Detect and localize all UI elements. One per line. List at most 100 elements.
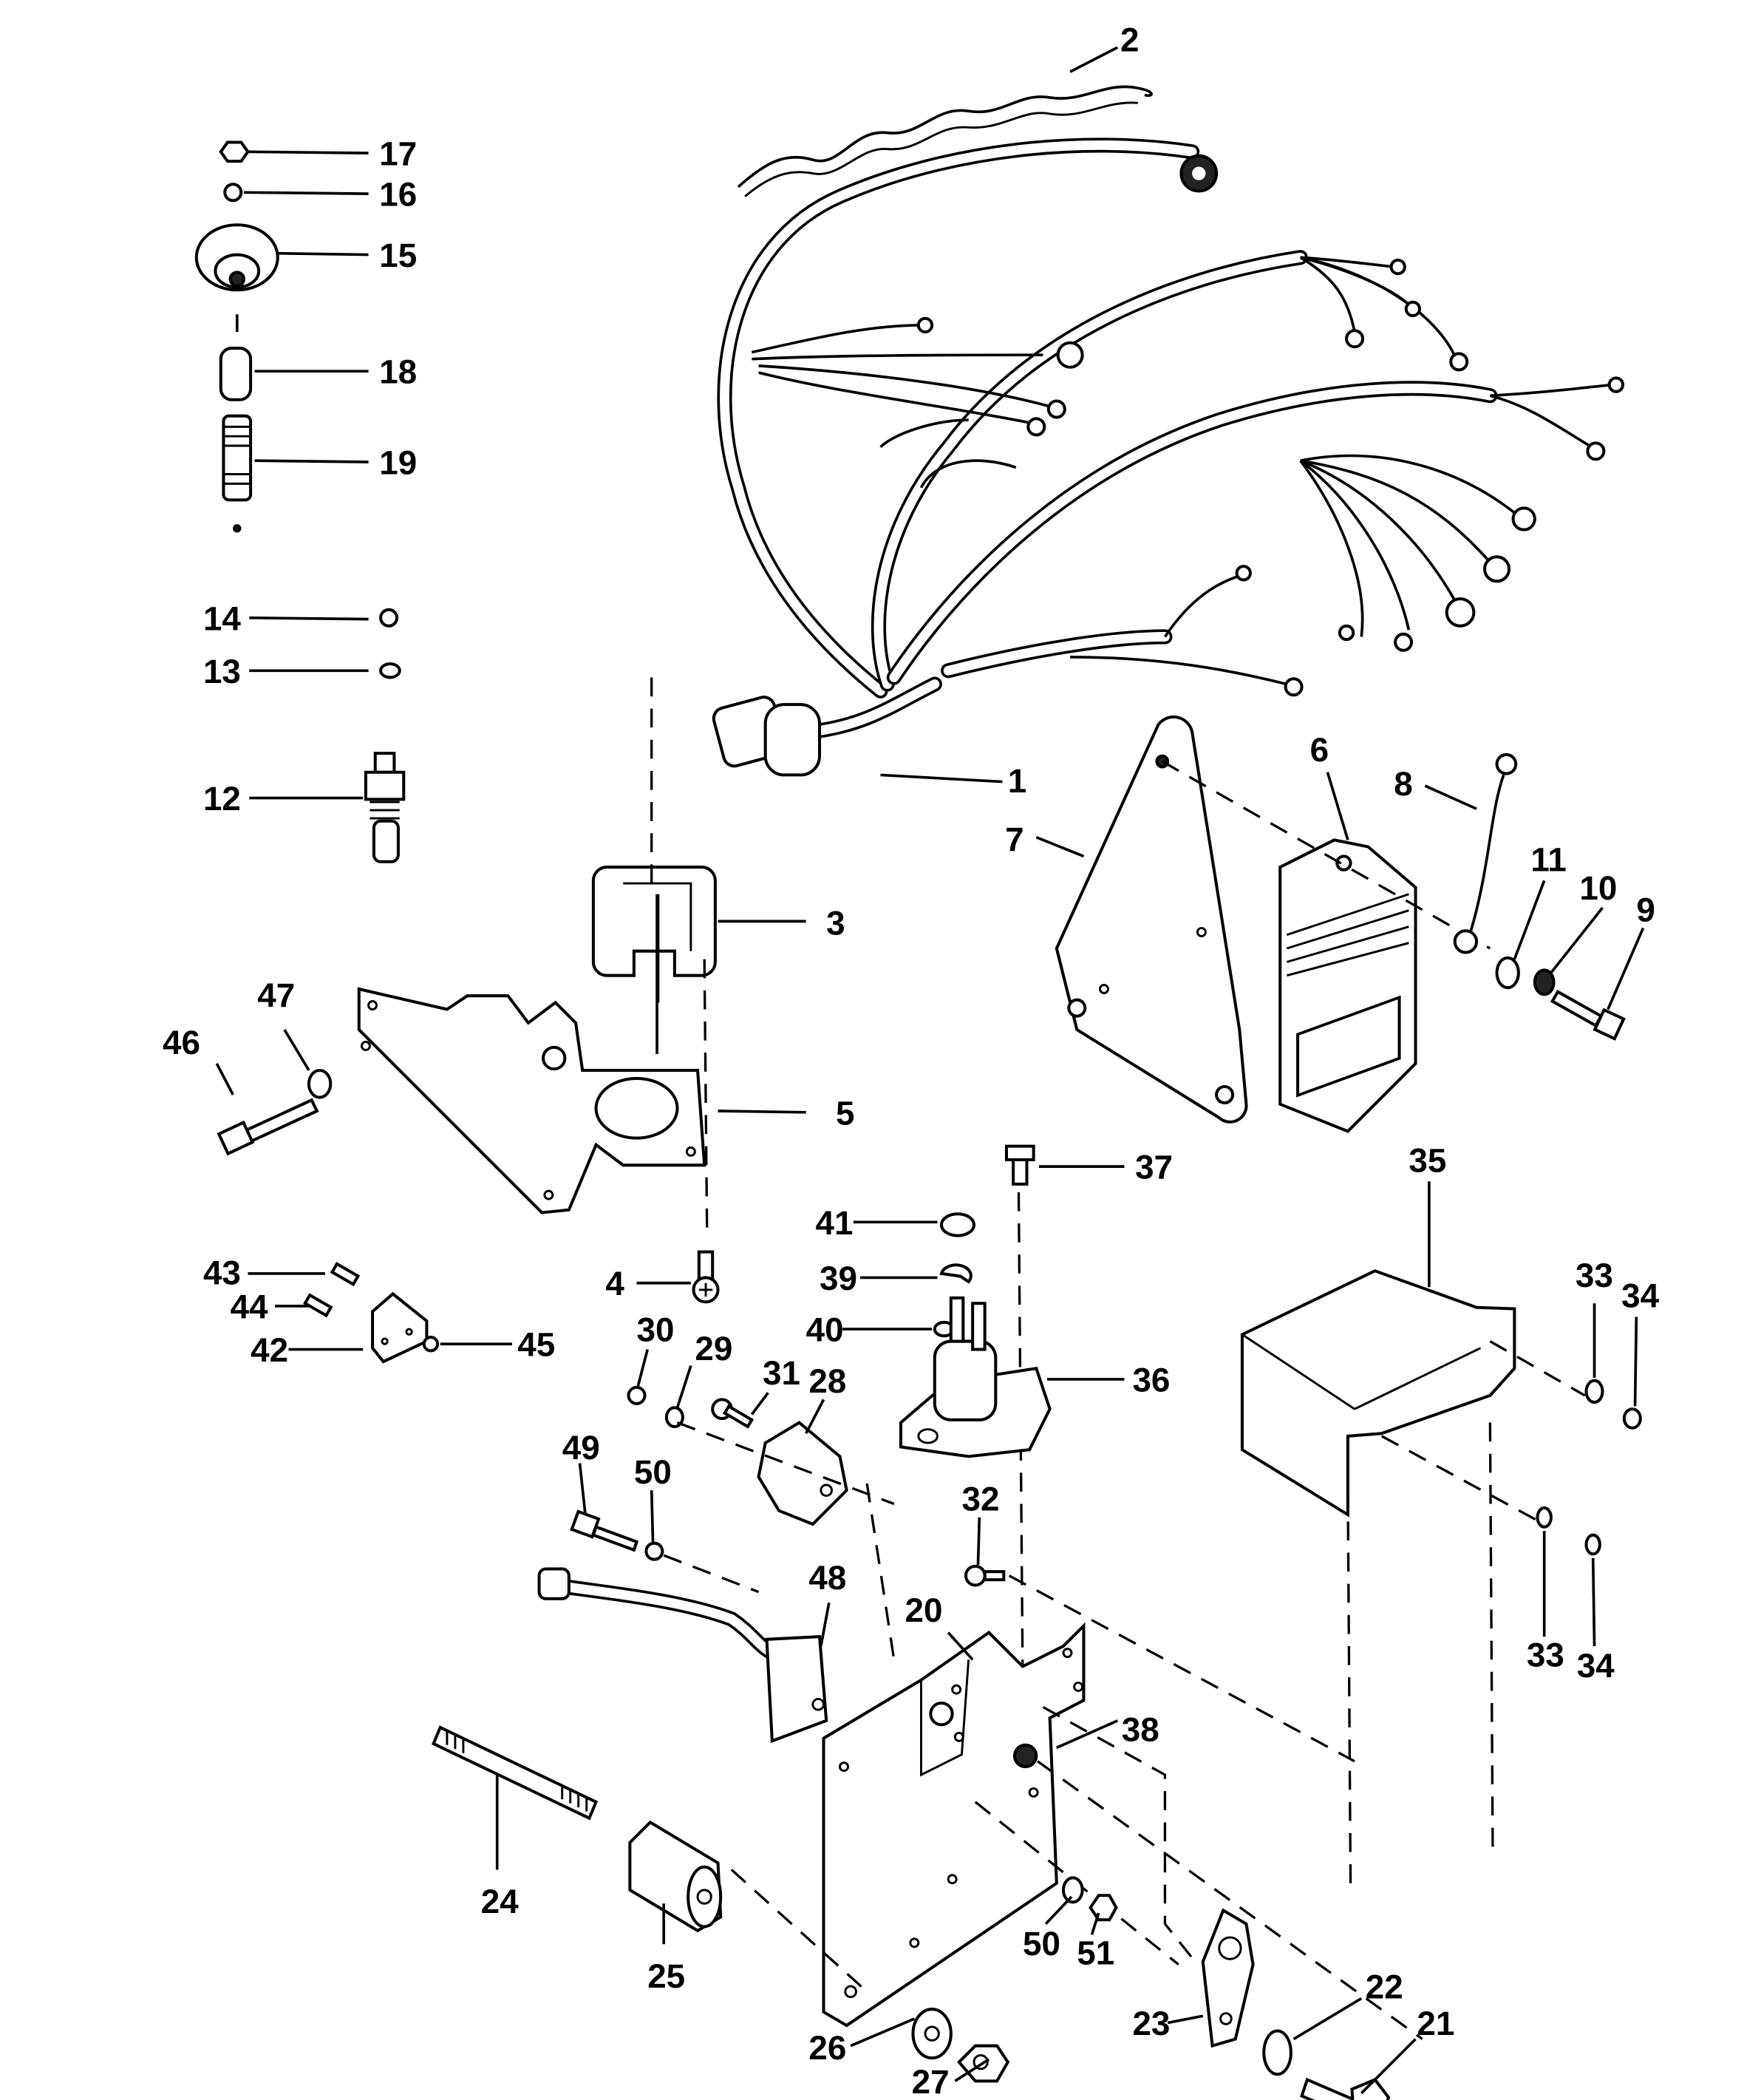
callout-7: 7 [1005, 820, 1023, 858]
callout-4: 4 [605, 1265, 624, 1302]
callout-43: 43 [203, 1254, 241, 1292]
bolt-21 [1300, 2077, 1391, 2100]
callout-29: 29 [695, 1330, 732, 1367]
cover-35 [1240, 1269, 1516, 1518]
callout-51: 51 [1077, 1934, 1114, 1972]
callout-33b: 33 [1527, 1636, 1564, 1673]
screw-37 [1004, 1144, 1035, 1186]
callout-22: 22 [1366, 1968, 1403, 2006]
callout-5: 5 [836, 1094, 854, 1132]
callout-25: 25 [647, 1957, 685, 1995]
callout-32: 32 [961, 1481, 999, 1518]
screw-44 [303, 1293, 333, 1318]
plug-dot [233, 524, 242, 533]
screw-4 [692, 1250, 720, 1304]
callout-40: 40 [806, 1311, 844, 1349]
wiring-harness [712, 85, 1625, 777]
callout-21: 21 [1417, 2005, 1454, 2042]
bracket-7 [1055, 715, 1248, 1124]
callout-17: 17 [379, 135, 417, 173]
callout-3: 3 [826, 905, 845, 942]
callout-8: 8 [1394, 765, 1412, 803]
callout-27: 27 [912, 2063, 950, 2100]
nut-41 [939, 1212, 975, 1237]
lockwasher-39 [939, 1263, 973, 1284]
callout-26: 26 [808, 2029, 846, 2067]
clamp-23 [1201, 1908, 1255, 2048]
nut-38 [1012, 1743, 1038, 1769]
callout-1: 1 [1008, 762, 1026, 800]
callout-41: 41 [816, 1204, 854, 1242]
callout-34: 34 [1621, 1277, 1659, 1315]
fitting-18 [219, 347, 253, 401]
callout-50: 50 [634, 1453, 672, 1491]
screw-31 [711, 1398, 755, 1429]
callout-30: 30 [637, 1311, 675, 1349]
callout-33: 33 [1576, 1257, 1613, 1294]
callout-2: 2 [1120, 21, 1139, 59]
callout-45: 45 [517, 1326, 555, 1364]
lockwasher-13 [379, 662, 401, 679]
nut-51 [1089, 1894, 1118, 1922]
washer-11 [1495, 956, 1520, 990]
callout-35: 35 [1409, 1141, 1446, 1179]
nut-30 [627, 1385, 647, 1405]
washer-26 [911, 2008, 953, 2060]
washer-33b [1536, 1506, 1553, 1529]
callout-46: 46 [163, 1024, 200, 1061]
callout-28: 28 [808, 1362, 846, 1400]
ring-terminals [916, 258, 1625, 697]
callout-15: 15 [379, 237, 417, 274]
circuit-breaker-28 [757, 1421, 848, 1526]
screw-46 [217, 1098, 319, 1156]
washer-50b [1061, 1876, 1084, 1904]
callout-38: 38 [1122, 1710, 1159, 1748]
callout-9: 9 [1636, 891, 1655, 928]
nipple-19 [222, 414, 253, 502]
callout-19: 19 [379, 444, 417, 482]
connector-boot-3 [591, 866, 717, 977]
callout-47: 47 [257, 976, 295, 1014]
nut-14 [379, 608, 399, 628]
callout-11: 11 [1530, 841, 1566, 879]
nut-17 [219, 140, 250, 163]
leader-lines [215, 46, 1645, 2095]
screw-49 [570, 1509, 639, 1552]
callout-12: 12 [203, 780, 241, 818]
washer-33 [1584, 1379, 1604, 1404]
callout-39: 39 [820, 1260, 857, 1297]
callout-16: 16 [379, 176, 417, 214]
washer-47 [307, 1068, 333, 1099]
screw-43 [330, 1262, 361, 1287]
bolt-9 [1550, 989, 1626, 1041]
bracket-20 [822, 1622, 1086, 2028]
mounting-plate-5 [357, 987, 706, 1214]
callout-44: 44 [231, 1288, 268, 1325]
callout-14: 14 [203, 599, 241, 637]
harness-adaptor-48 [537, 1567, 828, 1744]
callout-13: 13 [203, 653, 241, 690]
nut-34b [1584, 1533, 1601, 1556]
ground-strap-8 [1453, 752, 1518, 954]
lockwasher-10 [1533, 968, 1556, 996]
callout-10: 10 [1579, 869, 1617, 907]
callout-50b: 50 [1023, 1925, 1060, 1963]
callout-34b: 34 [1577, 1647, 1615, 1685]
callout-labels: 1 2 3 4 5 6 7 8 9 10 11 12 13 14 15 16 1… [163, 21, 1660, 2100]
spacer-25 [628, 1820, 723, 1933]
callout-42: 42 [251, 1331, 288, 1369]
stud-24 [431, 1725, 599, 1821]
oil-pressure-sender-assembly [194, 140, 406, 863]
nut-45 [422, 1336, 440, 1353]
temperature-sender-12 [364, 752, 406, 863]
starter-solenoid-36 [899, 1296, 1052, 1458]
nut-34 [1622, 1407, 1642, 1430]
washer-50 [644, 1541, 664, 1561]
block-42 [371, 1291, 429, 1364]
callout-31: 31 [763, 1354, 800, 1392]
callout-48: 48 [808, 1559, 846, 1597]
callout-49: 49 [562, 1429, 600, 1467]
lockwasher-16 [223, 183, 243, 203]
callout-36: 36 [1132, 1361, 1170, 1399]
